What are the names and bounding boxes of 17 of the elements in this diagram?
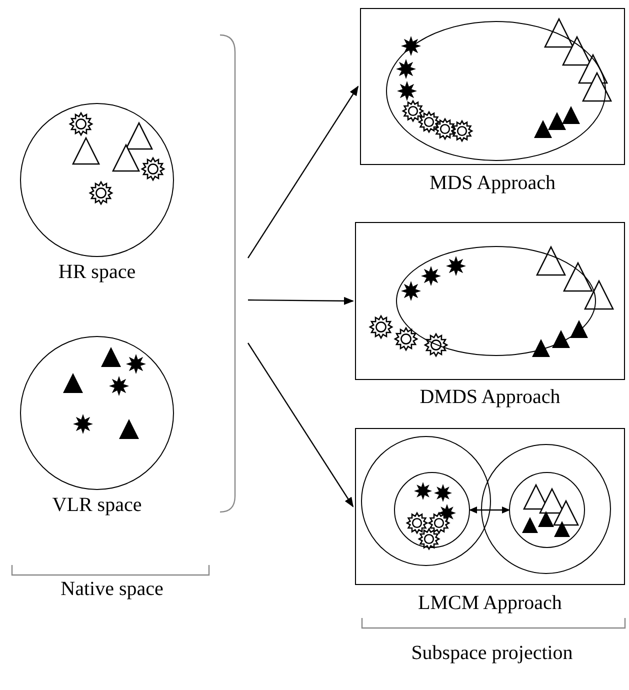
arrow [469, 506, 510, 514]
circle-outline [481, 444, 611, 574]
group-label: Native space [60, 578, 164, 601]
circle-outline [394, 472, 470, 548]
node-label: HR space [58, 261, 136, 284]
node-label: MDS Approach [429, 172, 556, 195]
ellipse-outline [386, 21, 606, 161]
circle-outline [361, 436, 491, 566]
arrow [248, 296, 354, 305]
ellipse-outline [396, 246, 596, 356]
arrow [248, 342, 354, 508]
circle-outline [509, 472, 585, 548]
node-label: LMCM Approach [418, 592, 562, 615]
node-label: VLR space [52, 494, 142, 517]
node-label: DMDS Approach [420, 386, 560, 409]
group-label: Subspace projection [411, 642, 573, 665]
arrow [248, 86, 359, 258]
